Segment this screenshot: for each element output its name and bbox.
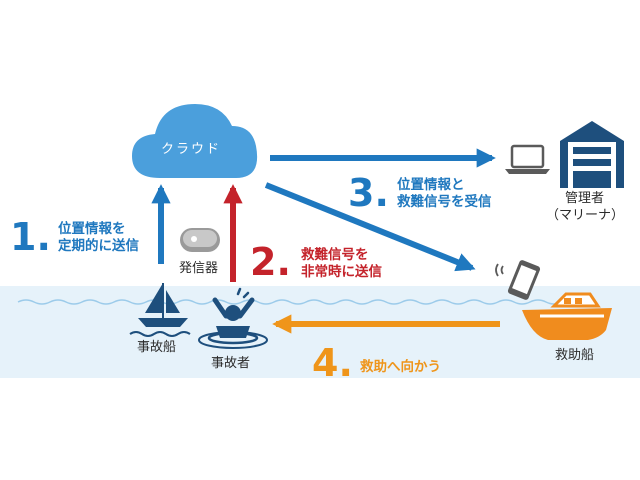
step-4-number: 4. — [312, 341, 353, 385]
manager-label: 管理者 — [565, 191, 605, 206]
step-4-line1: 救助へ向かう — [360, 359, 441, 375]
transmitter-label: 発信器 — [179, 261, 219, 276]
step-3-line2: 救難信号を受信 — [397, 194, 492, 210]
rescue-boat-icon — [522, 292, 612, 340]
cloud-icon — [132, 104, 258, 178]
building-icon — [560, 121, 624, 188]
rescue-boat-label: 救助船 — [555, 348, 595, 363]
step-1-line1: 位置情報を — [58, 221, 126, 237]
smartphone-icon — [495, 260, 541, 300]
victim-label: 事故者 — [211, 356, 251, 371]
step-3-number: 3. — [348, 171, 389, 215]
manager-sublabel: （マリーナ） — [546, 208, 625, 223]
arrow-step3-to-rescue — [264, 182, 476, 272]
laptop-icon — [505, 144, 550, 174]
cloud-label: クラウド — [161, 142, 222, 157]
step-2-number: 2. — [250, 240, 291, 284]
step-2-line2: 非常時に送信 — [301, 264, 382, 280]
step-1-number: 1. — [10, 215, 51, 259]
transmitter-device-icon — [180, 228, 220, 252]
incident-boat-label: 事故船 — [137, 340, 177, 355]
step-3-line1: 位置情報と — [397, 177, 465, 193]
drowning-person-icon — [198, 287, 268, 349]
step-2-line1: 救難信号を — [301, 247, 369, 263]
water-band — [0, 286, 640, 378]
step-1-line2: 定期的に送信 — [58, 238, 139, 254]
sailboat-icon — [129, 283, 191, 337]
